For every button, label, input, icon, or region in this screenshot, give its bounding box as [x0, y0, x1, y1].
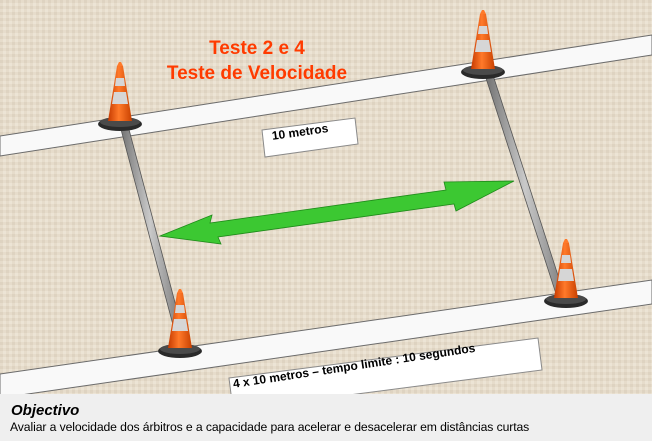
objective-panel	[0, 394, 652, 441]
field-line-bottom	[0, 279, 652, 399]
title-line-1: Teste 2 e 4	[209, 38, 305, 59]
objective-text: Avaliar a velocidade dos árbitros e a ca…	[10, 420, 530, 434]
double-arrow-icon	[158, 180, 515, 245]
objective-heading: Objectivo	[11, 402, 80, 419]
title-line-2: Teste de Velocidade	[166, 63, 348, 84]
distance-label-box	[261, 117, 359, 158]
